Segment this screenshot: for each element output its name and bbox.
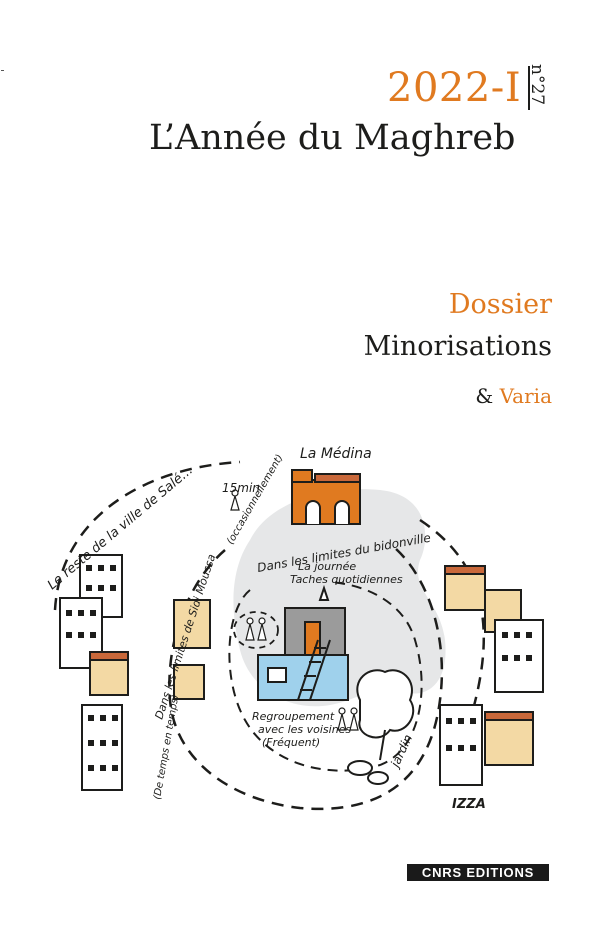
right-buildings [439, 565, 544, 786]
issue-year: 2022-I [387, 65, 522, 111]
varia-ampersand: & [475, 384, 494, 408]
medina-building [291, 469, 361, 525]
label-frequent: (Fréquent) [262, 736, 320, 749]
sidi-moussa-boundary [168, 547, 444, 811]
publisher-logo: CNRS EDITIONS [407, 864, 549, 881]
journal-title: L’Année du Maghreb [149, 118, 516, 158]
outer-dashed-arc-right [419, 518, 486, 721]
label-medina: La Médina [300, 446, 372, 462]
label-time: 15min [222, 481, 260, 495]
label-taches: Taches quotidiennes [290, 573, 403, 586]
label-regroupement: Regroupement [252, 710, 335, 723]
issue-number: n°27 [527, 64, 547, 106]
varia-line: & Varia [475, 384, 552, 408]
outer-dashed-arc [53, 460, 241, 611]
label-journee: La journée [298, 560, 356, 573]
garden-tree [347, 669, 415, 785]
label-voisines: avec les voisines [258, 723, 351, 736]
dossier-label: Dossier [448, 289, 552, 320]
left-buildings [59, 554, 211, 791]
cover-illustration: La Médina Le reste de la ville de Salé… … [45, 446, 544, 812]
varia-label: Varia [499, 384, 552, 408]
issue-divider [528, 66, 530, 110]
label-jardin: jardin [387, 732, 415, 771]
crop-mark [1, 70, 4, 71]
central-house [257, 584, 349, 701]
bidonville-boundary [228, 581, 423, 772]
illustrator-signature: IZZA [452, 797, 486, 812]
dossier-theme: Minorisations [363, 331, 552, 362]
